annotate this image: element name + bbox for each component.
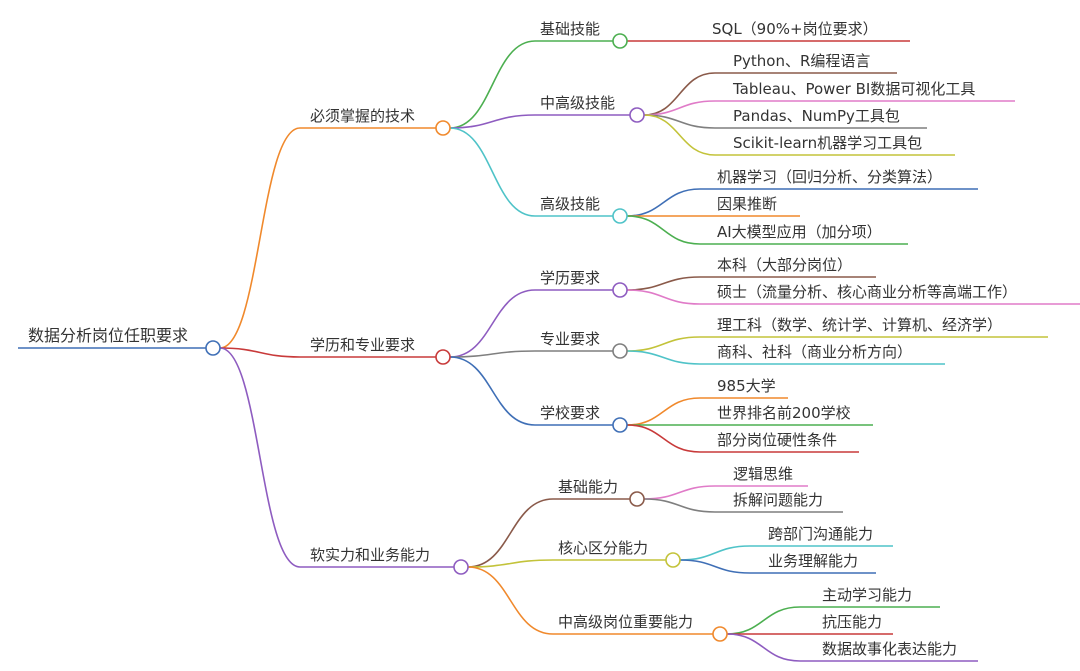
leaf-connector — [679, 545, 893, 561]
subbranch-label[interactable]: 专业要求 — [540, 330, 600, 348]
root-node-circle[interactable] — [205, 340, 221, 356]
subbranch-connector — [467, 559, 666, 568]
branch-label[interactable]: 学历和专业要求 — [310, 336, 415, 354]
leaf-connector — [643, 114, 927, 129]
branch-node-circle[interactable] — [453, 559, 469, 575]
subbranch-node-circle[interactable] — [629, 107, 645, 123]
leaf-label[interactable]: 拆解问题能力 — [733, 491, 823, 509]
leaf-connector — [626, 350, 945, 365]
leaf-label[interactable]: 商科、社科（商业分析方向） — [717, 343, 912, 361]
subbranch-label[interactable]: 中高级岗位重要能力 — [558, 613, 693, 631]
subbranch-label[interactable]: 学历要求 — [540, 269, 600, 287]
subbranch-connector — [467, 498, 630, 568]
branch-label[interactable]: 必须掌握的技术 — [310, 107, 415, 125]
root-node-label[interactable]: 数据分析岗位任职要求 — [28, 326, 188, 345]
subbranch-node-circle[interactable] — [629, 491, 645, 507]
leaf-label[interactable]: 业务理解能力 — [768, 552, 858, 570]
leaf-connector — [643, 100, 1015, 116]
leaf-label[interactable]: 985大学 — [717, 377, 776, 395]
subbranch-label[interactable]: 基础技能 — [540, 20, 600, 38]
subbranch-node-circle[interactable] — [612, 33, 628, 49]
leaf-label[interactable]: Scikit-learn机器学习工具包 — [733, 134, 922, 152]
leaf-label[interactable]: 理工科（数学、统计学、计算机、经济学） — [717, 316, 1002, 334]
leaf-label[interactable]: 硕士（流量分析、核心商业分析等高端工作） — [717, 283, 1017, 301]
subbranch-connector — [449, 40, 613, 129]
branch-connector — [219, 347, 436, 358]
leaf-label[interactable]: 本科（大部分岗位） — [717, 256, 852, 274]
subbranch-connector — [449, 114, 630, 129]
subbranch-connector — [449, 356, 613, 426]
leaf-label[interactable]: 跨部门沟通能力 — [768, 525, 873, 543]
subbranch-connector — [467, 566, 713, 635]
leaf-connector — [626, 188, 978, 217]
branch-label[interactable]: 软实力和业务能力 — [310, 546, 430, 564]
subbranch-label[interactable]: 高级技能 — [540, 195, 600, 213]
branch-connector — [219, 347, 454, 568]
leaf-label[interactable]: 部分岗位硬性条件 — [717, 431, 837, 449]
leaf-connector — [626, 276, 876, 291]
leaf-label[interactable]: SQL（90%+岗位要求） — [712, 20, 878, 38]
subbranch-node-circle[interactable] — [612, 417, 628, 433]
leaf-label[interactable]: 因果推断 — [717, 195, 777, 213]
leaf-connector — [626, 289, 1080, 305]
leaf-label[interactable]: 机器学习（回归分析、分类算法） — [717, 168, 942, 186]
branch-node-circle[interactable] — [435, 349, 451, 365]
subbranch-connector — [449, 289, 613, 358]
leaf-connector — [626, 424, 859, 453]
subbranch-connector — [449, 127, 613, 217]
subbranch-label[interactable]: 基础能力 — [558, 478, 618, 496]
leaf-label[interactable]: 世界排名前200学校 — [717, 404, 851, 422]
leaf-label[interactable]: Pandas、NumPy工具包 — [733, 107, 900, 125]
leaf-label[interactable]: Python、R编程语言 — [733, 52, 870, 70]
leaf-connector — [643, 498, 843, 513]
leaf-connector — [679, 559, 876, 574]
leaf-label[interactable]: Tableau、Power BI数据可视化工具 — [732, 80, 975, 98]
subbranch-node-circle[interactable] — [612, 343, 628, 359]
subbranch-label[interactable]: 核心区分能力 — [558, 539, 648, 557]
subbranch-node-circle[interactable] — [665, 552, 681, 568]
subbranch-label[interactable]: 中高级技能 — [540, 94, 615, 112]
leaf-label[interactable]: 主动学习能力 — [822, 586, 912, 604]
leaf-connector — [643, 72, 897, 116]
leaf-connector — [643, 485, 808, 500]
subbranch-node-circle[interactable] — [712, 626, 728, 642]
subbranch-node-circle[interactable] — [612, 208, 628, 224]
subbranch-node-circle[interactable] — [612, 282, 628, 298]
branch-connector — [219, 127, 436, 349]
leaf-connector — [626, 215, 908, 245]
branch-node-circle[interactable] — [435, 120, 451, 136]
leaf-label[interactable]: 抗压能力 — [822, 613, 882, 631]
leaf-label[interactable]: 逻辑思维 — [733, 465, 793, 483]
leaf-connector — [726, 633, 978, 662]
leaf-label[interactable]: AI大模型应用（加分项） — [717, 223, 882, 241]
subbranch-label[interactable]: 学校要求 — [540, 404, 600, 422]
leaf-connector — [626, 397, 788, 426]
leaf-connector — [726, 606, 940, 635]
leaf-label[interactable]: 数据故事化表达能力 — [822, 640, 957, 658]
leaf-connector — [626, 336, 1048, 352]
subbranch-connector — [449, 350, 613, 358]
leaf-connector — [643, 114, 955, 156]
